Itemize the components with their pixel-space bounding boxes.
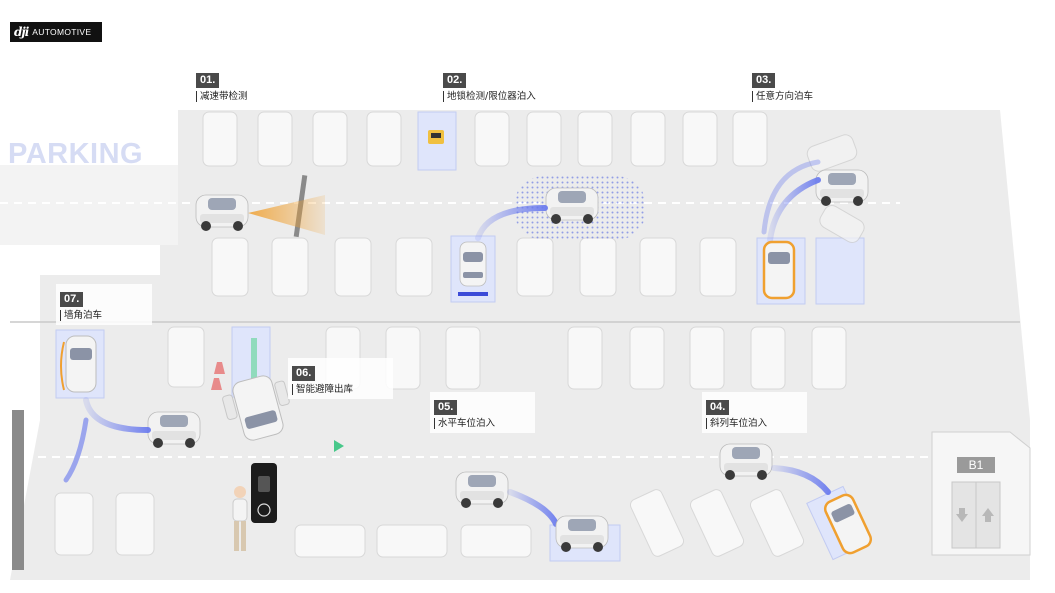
car-03-parked <box>762 240 796 300</box>
scenario-02-number: 02. <box>443 73 467 88</box>
dji-automotive-logo: dji AUTOMOTIVE <box>10 22 102 42</box>
phone-icon <box>251 463 277 523</box>
car-07-moving <box>147 411 201 449</box>
car-04-parked <box>823 493 873 555</box>
car-07-parked <box>60 335 97 393</box>
arrow-06-head <box>334 440 344 452</box>
car-03-moving <box>815 169 869 207</box>
car-05-parked <box>555 515 609 553</box>
scenario-06-number: 06. <box>292 366 316 381</box>
car-06 <box>222 375 290 441</box>
scenario-07-label: 07. 墙角泊车 <box>56 284 153 325</box>
arrow-07-a <box>83 397 151 433</box>
arrow-04 <box>771 465 831 495</box>
scenario-04-number: 04. <box>706 400 730 415</box>
scenario-01-number: 01. <box>196 73 220 88</box>
scenario-04-label: 04. 斜列车位泊入 <box>702 392 808 433</box>
scenario-07-text: 墙角泊车 <box>60 310 102 321</box>
spots-bottom-row <box>54 485 870 562</box>
car-05-moving <box>455 471 509 509</box>
brand-mark: dji <box>14 25 29 39</box>
scenario-03-label: 03. 任意方向泊车 <box>752 68 813 102</box>
arrow-03-a <box>767 177 821 243</box>
scenario-01-label: 01. 减速带检测 <box>196 68 248 102</box>
scenario-05-number: 05. <box>434 400 458 415</box>
elevator <box>931 431 1031 556</box>
parking-watermark: PARKING <box>8 138 144 170</box>
ghost-cars-03 <box>806 134 865 243</box>
exit-guide <box>251 338 257 386</box>
scenario-06-text: 智能避障出库 <box>292 384 353 395</box>
wheel-stopper <box>458 292 488 296</box>
scenario-07-number: 07. <box>60 292 84 307</box>
spots-row-1 <box>202 111 768 171</box>
arrow-02 <box>475 205 548 241</box>
elevator-floor-label: B1 <box>957 457 995 473</box>
arrow-03-b <box>761 159 821 235</box>
scenario-06-label: 06. 智能避障出库 <box>288 358 394 399</box>
traffic-cones <box>211 362 225 390</box>
scenario-04-text: 斜列车位泊入 <box>706 418 767 429</box>
arrow-05 <box>507 489 559 527</box>
scenario-02-text: 地锁检测/限位器泊入 <box>443 91 536 102</box>
wall <box>12 410 24 570</box>
car-02-moving <box>545 187 599 225</box>
scenario-05-text: 水平车位泊入 <box>434 418 495 429</box>
brand-name: AUTOMOTIVE <box>32 27 92 37</box>
scenario-03-text: 任意方向泊车 <box>752 91 813 102</box>
scenario-05-label: 05. 水平车位泊入 <box>430 392 536 433</box>
person-with-phone <box>232 486 248 551</box>
scenario-03-number: 03. <box>752 73 776 88</box>
scenario-01-text: 减速带检测 <box>196 91 248 102</box>
arrow-07-b <box>63 417 89 483</box>
car-01 <box>195 194 249 232</box>
car-02-parked <box>459 241 487 287</box>
car-04-moving <box>719 443 773 481</box>
scenario-02-label: 02. 地锁检测/限位器泊入 <box>443 68 536 102</box>
parking-lock-icon <box>428 130 444 144</box>
detection-cone <box>248 195 325 235</box>
